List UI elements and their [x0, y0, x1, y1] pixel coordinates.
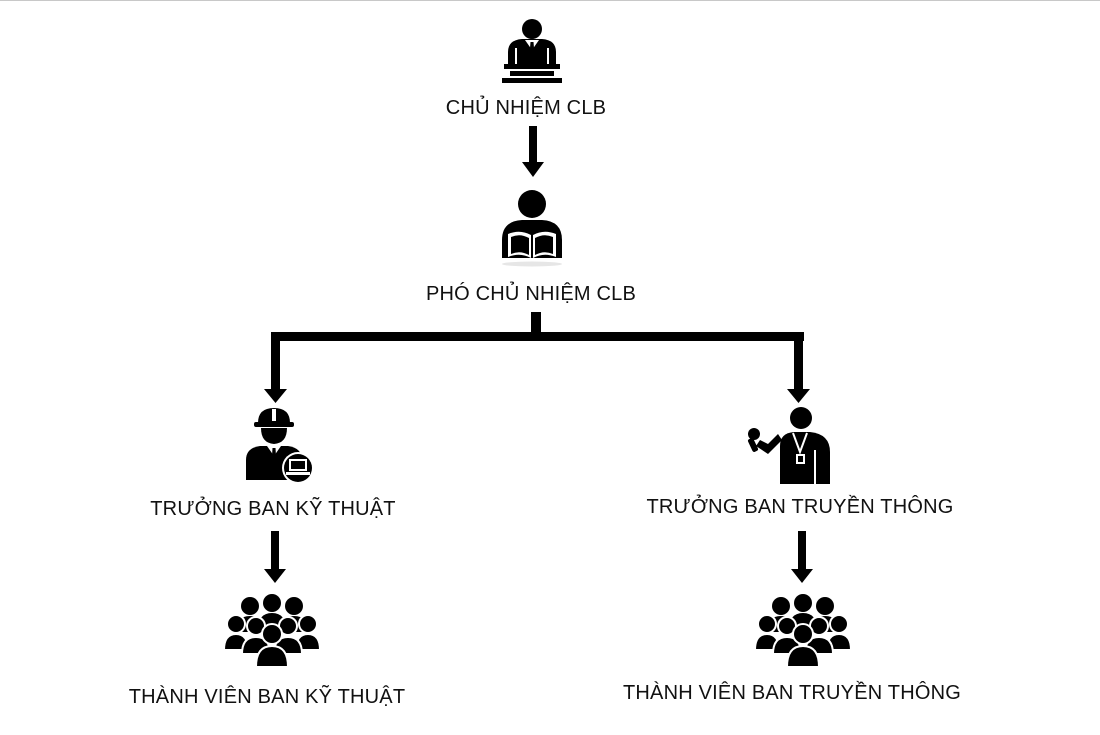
- edge-media-lead-to-media-members: [791, 531, 813, 583]
- engineer-with-laptop-icon: [246, 408, 314, 484]
- reporter-with-microphone-icon: [747, 407, 830, 484]
- vice-chairman-label: PHÓ CHỦ NHIỆM CLB: [425, 283, 637, 305]
- edge-tech-lead-to-tech-members: [264, 531, 286, 583]
- top-border: [0, 0, 1100, 1]
- chairman-label: CHỦ NHIỆM CLB: [445, 97, 607, 119]
- tech-members-label: THÀNH VIÊN BAN KỸ THUẬT: [128, 686, 406, 708]
- edge-vice-chairman-to-leads: [264, 312, 810, 403]
- tech-lead-label: TRƯỞNG BAN KỸ THUẬT: [150, 498, 396, 520]
- person-reading-book-icon: [502, 190, 562, 267]
- edge-chairman-to-vice-chairman: [522, 126, 544, 177]
- group-of-people-icon: [224, 594, 320, 668]
- media-lead-label: TRƯỞNG BAN TRUYỀN THÔNG: [646, 496, 954, 518]
- media-members-label: THÀNH VIÊN BAN TRUYỀN THÔNG: [622, 682, 962, 704]
- group-of-people-icon: [755, 594, 851, 668]
- chairman-at-desk-icon: [502, 19, 562, 83]
